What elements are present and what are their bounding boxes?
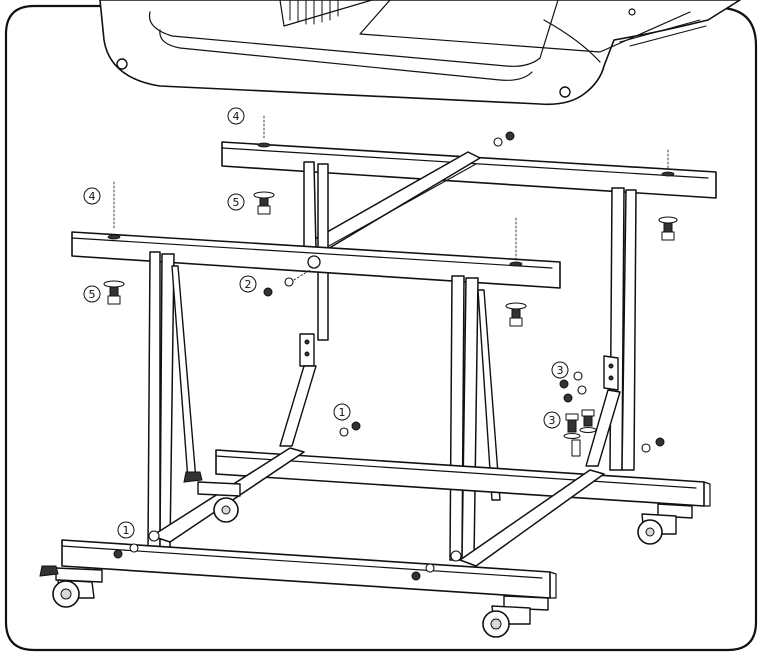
hardware-bolt-5a <box>253 115 275 215</box>
caster-front-left <box>39 565 103 608</box>
svg-text:1: 1 <box>123 524 130 537</box>
svg-text:3: 3 <box>557 364 564 377</box>
hardware-bolt-front-right <box>505 217 527 327</box>
callout-1a: 1 <box>333 403 351 421</box>
front-top-beam <box>71 231 561 289</box>
rear-posts <box>303 161 637 471</box>
caster-rear-right <box>637 503 693 545</box>
callout-3a: 3 <box>551 361 569 379</box>
hardware-2 <box>263 269 311 297</box>
callout-4b: 4 <box>83 187 101 205</box>
hardware-base-right <box>641 437 665 453</box>
svg-text:4: 4 <box>233 110 240 123</box>
callout-4a: 4 <box>227 107 245 125</box>
hardware-3-lower <box>563 409 597 457</box>
hardware-bolt-rear-right <box>658 149 678 241</box>
hardware-1-upper <box>339 421 361 437</box>
callout-5a: 5 <box>227 193 245 211</box>
callout-5b: 5 <box>83 285 101 303</box>
hardware-bolt-5b <box>103 181 125 305</box>
svg-text:3: 3 <box>549 414 556 427</box>
hardware-base-center <box>411 550 462 581</box>
caster-front-right <box>482 595 549 638</box>
hardware-3-upper <box>559 371 587 403</box>
callout-3b: 3 <box>543 411 561 429</box>
svg-text:4: 4 <box>89 190 96 203</box>
rear-top-beam <box>221 141 717 199</box>
speaker-unit <box>99 0 741 106</box>
caster-rear-left <box>183 471 241 523</box>
callout-1b: 1 <box>117 521 135 539</box>
hardware-1-lower <box>113 530 160 559</box>
svg-text:5: 5 <box>233 196 240 209</box>
svg-text:2: 2 <box>245 278 252 291</box>
hardware-top-mount <box>493 131 515 147</box>
diagram-border <box>4 4 758 652</box>
svg-text:5: 5 <box>89 288 96 301</box>
svg-text:1: 1 <box>339 406 346 419</box>
callout-2: 2 <box>239 275 257 293</box>
